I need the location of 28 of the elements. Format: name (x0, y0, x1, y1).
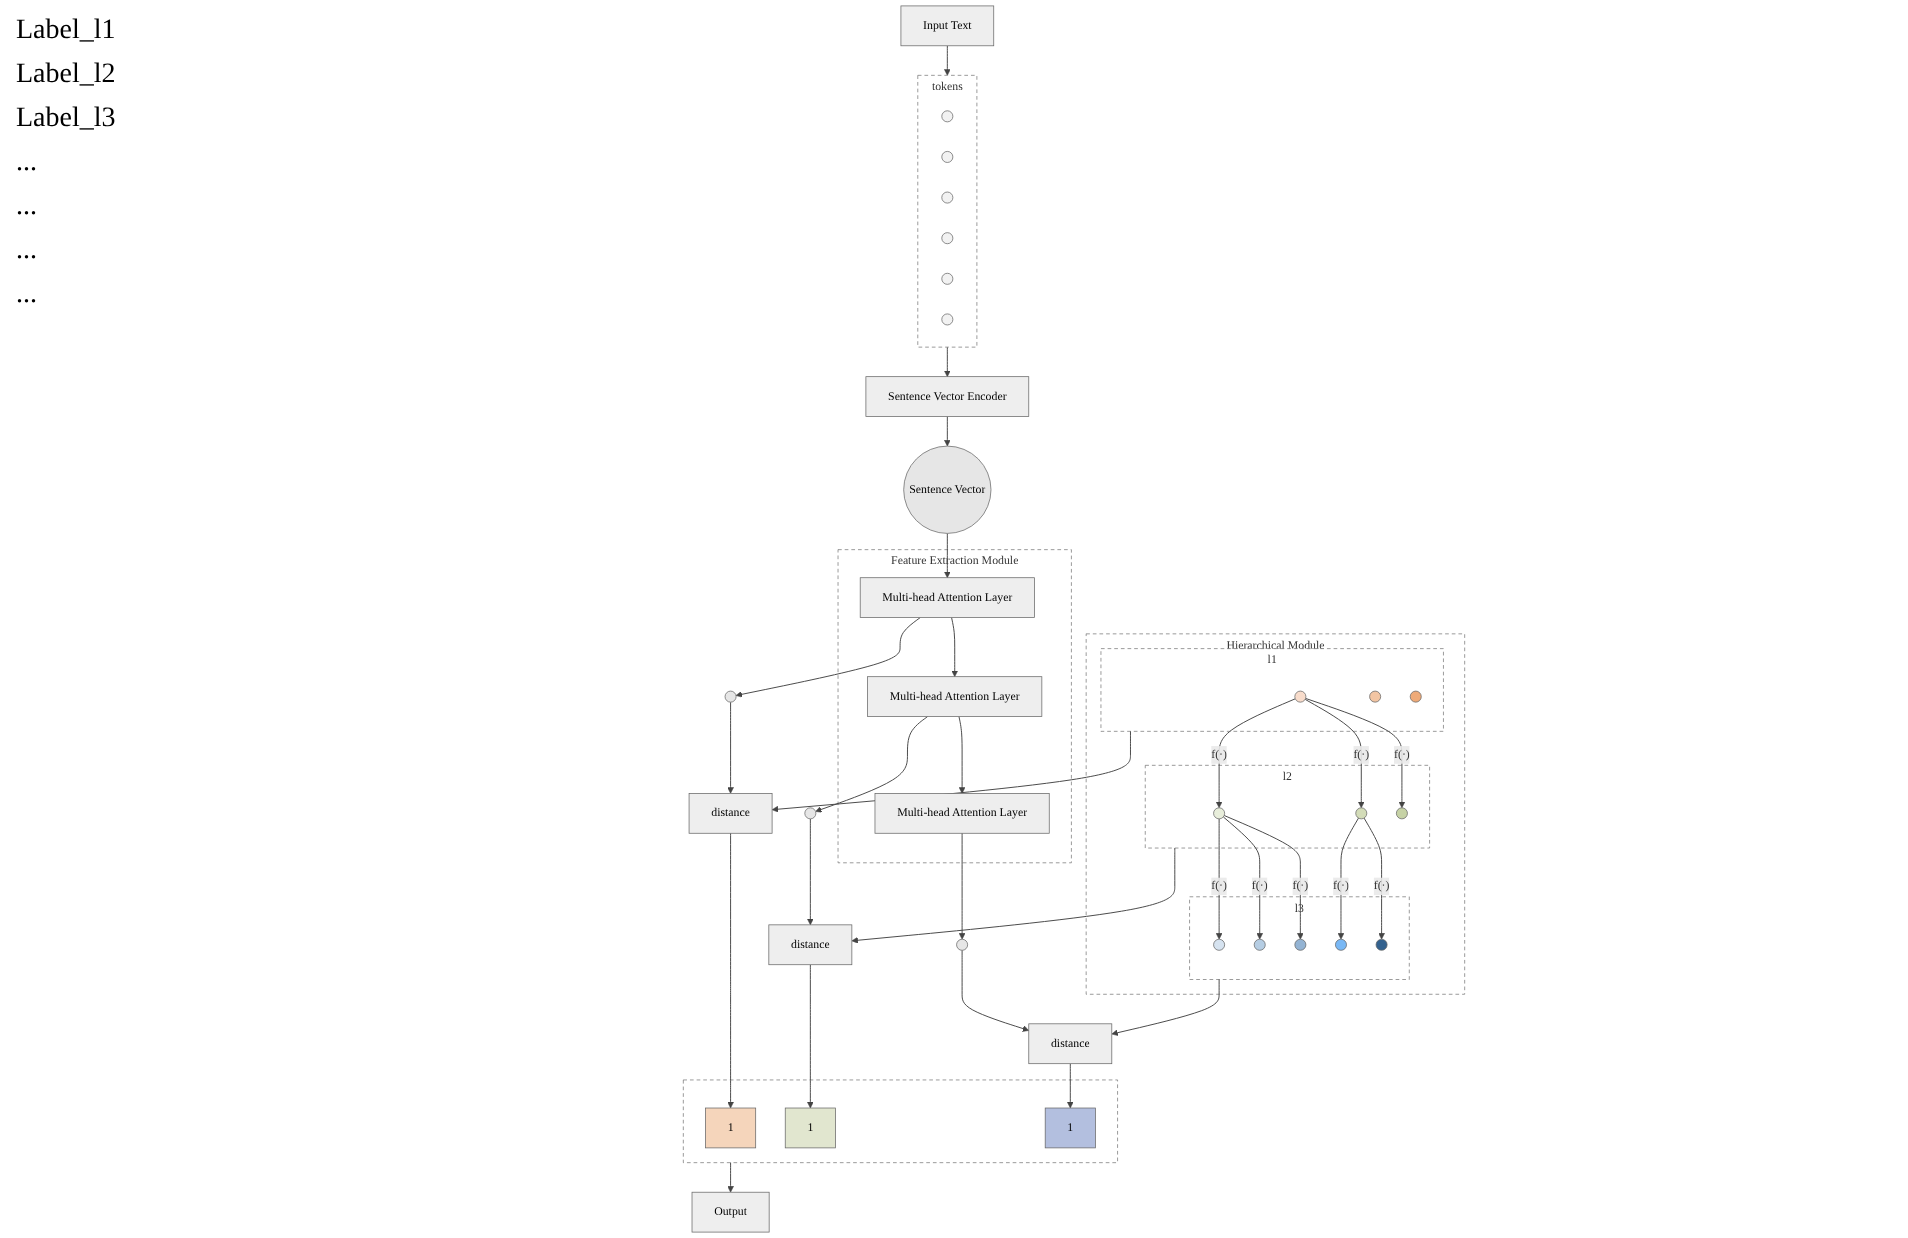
node-circle (941, 110, 954, 123)
node-circle (1396, 807, 1408, 820)
node-circle (1253, 938, 1266, 951)
node-circle (941, 313, 954, 326)
node-circle (956, 938, 968, 951)
node-circle (1294, 938, 1307, 951)
note-label: ... (16, 192, 39, 224)
node-circle (941, 232, 954, 245)
node-circle (1355, 807, 1368, 820)
note-label: ... (16, 236, 39, 268)
note-label: Label_l3 (16, 104, 118, 136)
note-label: Label_l1 (16, 16, 118, 48)
node-circle (1213, 938, 1225, 951)
note-label: Label_l2 (16, 60, 118, 92)
node-circle (941, 191, 954, 204)
note-label: ... (16, 148, 39, 180)
node-circle (941, 272, 954, 285)
node-circle (941, 151, 954, 163)
note-label: ... (16, 280, 39, 312)
node-circle (1294, 690, 1307, 703)
node-circle (724, 690, 737, 703)
node-circle (1375, 938, 1388, 951)
cluster (682, 1079, 1118, 1164)
node-circle (1409, 690, 1422, 703)
node-circle (1369, 690, 1382, 703)
node-circle (1335, 938, 1347, 951)
node-circle (804, 807, 817, 820)
node-circle (1213, 807, 1225, 820)
